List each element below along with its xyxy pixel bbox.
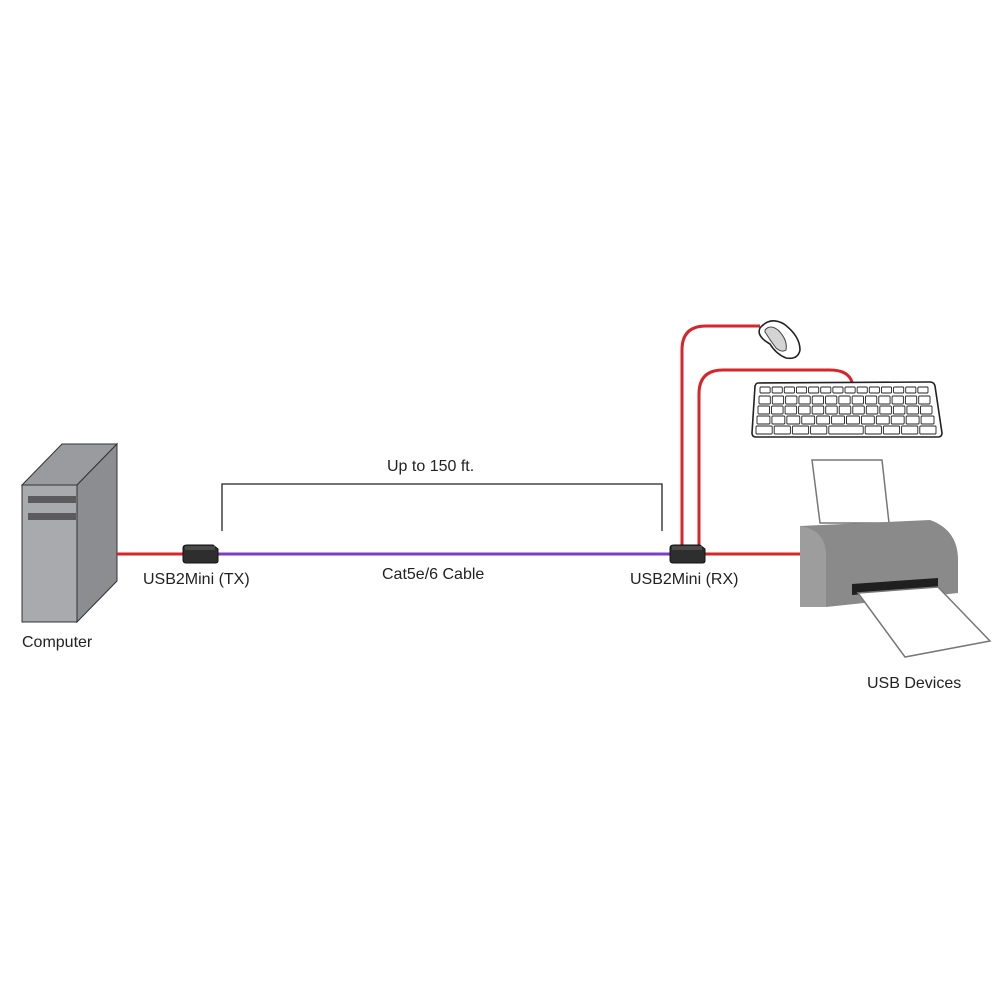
keyboard-key [831, 415, 845, 425]
keyboard-key [757, 405, 770, 415]
keyboard-icon [751, 381, 943, 438]
keyboard-key [756, 415, 771, 425]
keyboard-key [879, 405, 892, 415]
distance-label: Up to 150 ft. [387, 458, 475, 475]
keyboard-key [798, 405, 811, 415]
keyboard-key [917, 386, 929, 394]
keyboard-key [891, 395, 904, 405]
keyboard-key [918, 395, 931, 405]
keyboard-key [865, 395, 878, 405]
keyboard-key [786, 415, 801, 425]
keyboard-key [801, 415, 816, 425]
keyboard-key [893, 386, 905, 394]
usb-devices-label: USB Devices [867, 675, 962, 692]
keyboard-key [865, 405, 879, 415]
keyboard-key [905, 386, 917, 394]
keyboard-key [825, 395, 838, 405]
keyboard-key [880, 386, 893, 394]
keyboard-key [825, 405, 838, 415]
keyboard-key [920, 415, 935, 425]
keyboard-key [773, 425, 791, 435]
usb-cable-rx-mouse [680, 324, 760, 546]
keyboard-key [860, 415, 875, 425]
keyboard-key [758, 395, 771, 405]
keyboard-key [906, 405, 919, 415]
keyboard-key [856, 386, 868, 394]
keyboard-key [820, 386, 832, 394]
printer-icon [800, 459, 992, 658]
rx-device-icon [669, 544, 706, 564]
keyboard-key [844, 386, 856, 394]
keyboard-key [771, 405, 784, 415]
rx-label: USB2Mini (RX) [630, 571, 739, 588]
keyboard-key [890, 415, 905, 425]
keyboard-key [852, 405, 865, 415]
tx-device-icon [182, 544, 219, 564]
keyboard-key [864, 425, 882, 435]
keyboard-key [905, 415, 920, 425]
keyboard-key [868, 386, 880, 394]
keyboard-key [816, 415, 831, 425]
keyboard-key [875, 415, 890, 425]
cable-label: Cat5e/6 Cable [382, 566, 485, 583]
keyboard-key [785, 395, 798, 405]
keyboard-key [798, 395, 811, 405]
keyboard-key [810, 425, 828, 435]
keyboard-key [892, 405, 906, 415]
keyboard-key [882, 425, 901, 435]
keyboard-key [783, 386, 795, 394]
tx-label: USB2Mini (TX) [143, 571, 250, 588]
keyboard-key [771, 415, 786, 425]
keyboard-key [828, 425, 864, 435]
keyboard-key [901, 425, 919, 435]
keyboard-key [851, 395, 864, 405]
keyboard-key [784, 405, 798, 415]
keyboard-key [811, 395, 824, 405]
keyboard-key [795, 386, 808, 394]
keyboard-key [919, 425, 937, 435]
keyboard-key [811, 405, 825, 415]
keyboard-key [838, 405, 852, 415]
usb-cable-rx-keyboard [697, 368, 854, 546]
computer-tower-icon [20, 442, 119, 624]
keyboard-key [838, 395, 851, 405]
computer-label: Computer [22, 634, 93, 651]
keyboard-key [846, 415, 860, 425]
keyboard-key [759, 386, 771, 394]
keyboard-key [832, 386, 844, 394]
keyboard-key [755, 425, 773, 435]
keyboard-key [904, 395, 918, 405]
keyboard-key [878, 395, 891, 405]
mouse-icon [758, 320, 801, 360]
keyboard-key [771, 386, 783, 394]
keyboard-key [791, 425, 810, 435]
keyboard-key [808, 386, 820, 394]
keyboard-key [920, 405, 933, 415]
distance-bracket [221, 483, 663, 531]
keyboard-key [771, 395, 785, 405]
